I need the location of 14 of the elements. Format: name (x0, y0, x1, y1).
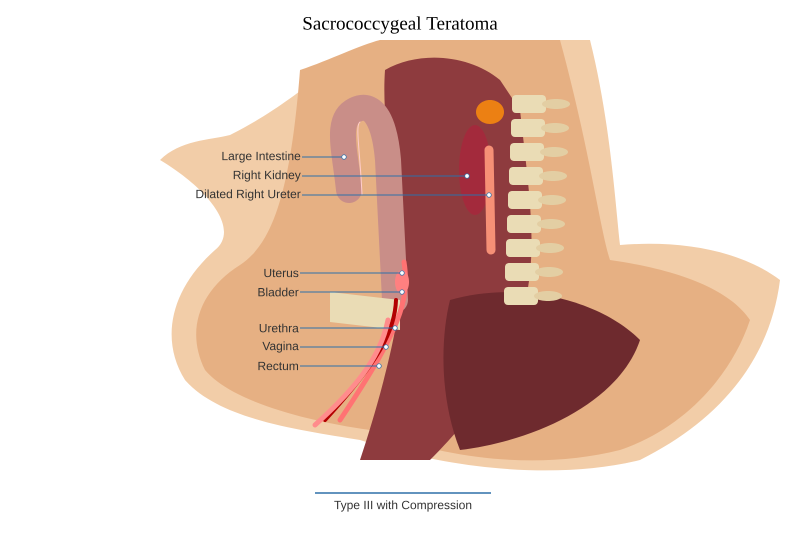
label-text: Right Kidney (234, 170, 301, 182)
leader-line (300, 272, 400, 274)
title: Sacrococcygeal Teratoma (304, 16, 498, 34)
caption: Type III with Compression (334, 500, 472, 512)
leader-line (302, 194, 487, 196)
leader-line (302, 156, 342, 158)
label-text: Large Intestine (222, 151, 300, 163)
label-text: Vagina (262, 341, 299, 353)
label-text: Urethra (260, 324, 299, 332)
label-text: Uterus (264, 268, 298, 278)
label-text: Bladder (258, 288, 299, 296)
label-text: Dilated Right Ureter (196, 189, 301, 201)
label-text: Rectum (258, 362, 298, 370)
leader-line (300, 346, 384, 348)
